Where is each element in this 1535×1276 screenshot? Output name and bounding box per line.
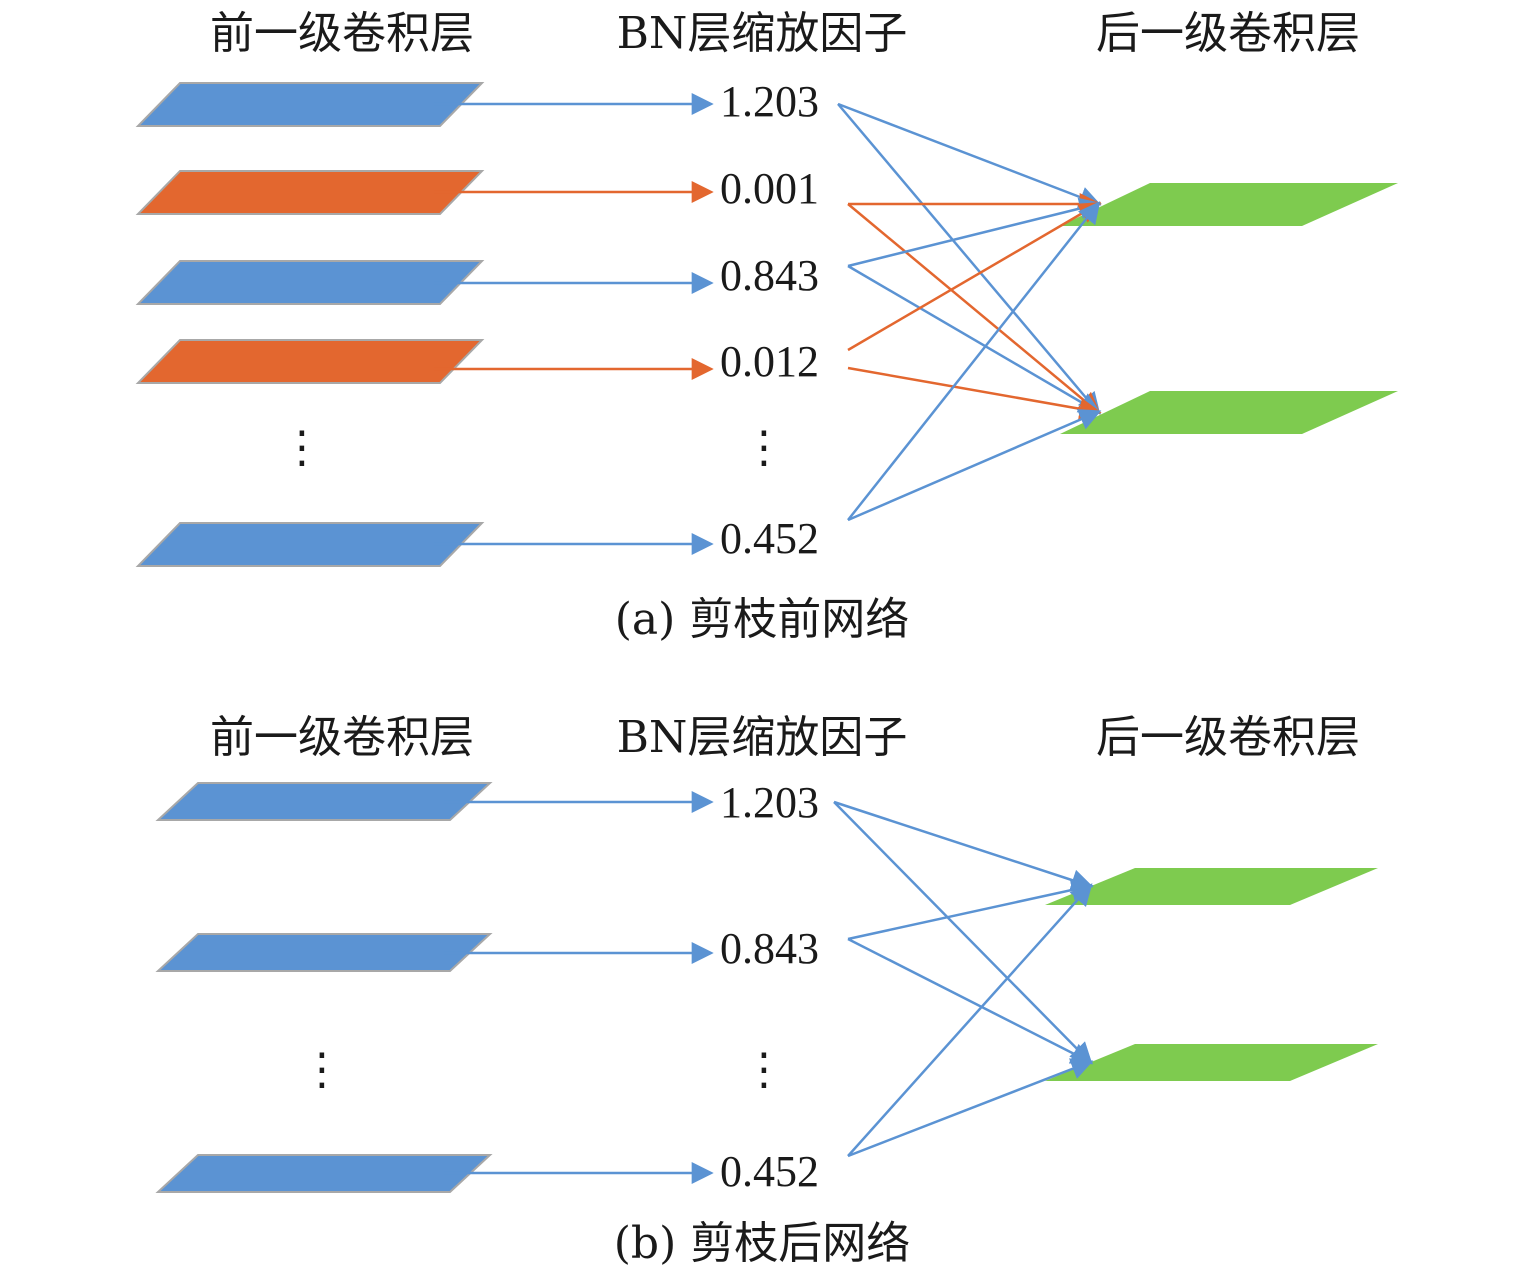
panel-b-bn-value-2: 0.843 xyxy=(720,924,819,973)
panel-b-conn-1-to-1 xyxy=(833,800,1094,891)
panel-b-header-next-layer: 后一级卷积层 xyxy=(1096,712,1360,763)
panel-b-conn-2-to-2 xyxy=(847,937,1094,1064)
panel-b-prev-channel-3 xyxy=(155,1154,493,1193)
panel-a-conn-1-to-1 xyxy=(837,102,1102,208)
panel-b-connections xyxy=(833,800,1094,1158)
panel-b-conn-3-to-1 xyxy=(847,883,1093,1157)
panel-b-next-channel-2 xyxy=(1045,1044,1378,1081)
panel-a-conn-4-to-2 xyxy=(847,366,1102,420)
panel-a-prev-channel-2 xyxy=(135,170,485,215)
panel-a-header-next-layer: 后一级卷积层 xyxy=(1096,8,1360,59)
panel-a-bn-value-1: 1.203 xyxy=(720,77,819,126)
panel-a-prev-channel-1 xyxy=(135,82,485,127)
panel-a-conn-5-to-2 xyxy=(847,409,1102,522)
panel-a-header-bn-factor: BN层缩放因子 xyxy=(617,8,908,59)
panel-a-next-channel-1 xyxy=(1060,183,1398,226)
panel-b-prev-channel-2 xyxy=(155,933,493,972)
panel-b-bn-value-3: 0.452 xyxy=(720,1147,819,1196)
panel-b-header-prev-layer: 前一级卷积层 xyxy=(210,712,474,763)
panel-a-prev-channel-4 xyxy=(135,339,485,384)
panel-b-bn-ellipsis: ⋮ xyxy=(742,1044,786,1095)
panel-a-header-prev-layer: 前一级卷积层 xyxy=(210,8,474,59)
panel-a-conn-2-to-2 xyxy=(847,203,1101,415)
panel-a-bn-value-3: 0.843 xyxy=(720,251,819,300)
panel-b: 前一级卷积层 BN层缩放因子 后一级卷积层 ⋮ ⋮ 1.203 0.843 0.… xyxy=(155,712,1378,1269)
panel-a-bn-ellipsis: ⋮ xyxy=(742,422,786,473)
panel-b-bn-value-1: 1.203 xyxy=(720,778,819,827)
panel-b-next-channel-1 xyxy=(1045,868,1378,905)
panel-b-prev-channel-1 xyxy=(155,782,493,821)
panel-a-next-channel-2 xyxy=(1060,391,1398,434)
panel-b-conn-2-to-1 xyxy=(847,879,1094,941)
panel-a-conn-3-to-1 xyxy=(847,197,1102,268)
panel-a-conn-5-to-1 xyxy=(847,201,1101,521)
panel-a-bn-value-5: 0.452 xyxy=(720,514,819,563)
panel-a-conn-1-to-2 xyxy=(837,103,1101,415)
panel-b-prev-ellipsis: ⋮ xyxy=(300,1044,344,1095)
panel-a-prev-channel-3 xyxy=(135,260,485,305)
panel-b-caption: (b) 剪枝后网络 xyxy=(614,1218,910,1269)
panel-a-connections xyxy=(837,102,1102,522)
panel-b-conn-1-to-2 xyxy=(833,801,1093,1065)
panel-a-bn-value-2: 0.001 xyxy=(720,164,819,213)
panel-a-prev-channel-5 xyxy=(135,522,485,567)
panel-a-bn-value-4: 0.012 xyxy=(720,337,819,386)
panel-b-header-bn-factor: BN层缩放因子 xyxy=(617,712,908,763)
panel-a: 前一级卷积层 BN层缩放因子 后一级卷积层 ⋮ ⋮ 1.203 0.001 0.… xyxy=(135,8,1398,645)
panel-a-conn-4-to-1 xyxy=(847,202,1102,352)
panel-a-prev-ellipsis: ⋮ xyxy=(280,422,324,473)
panel-a-caption: (a) 剪枝前网络 xyxy=(615,594,910,645)
panel-b-conn-3-to-2 xyxy=(847,1058,1094,1158)
panel-a-conn-3-to-2 xyxy=(847,264,1102,414)
